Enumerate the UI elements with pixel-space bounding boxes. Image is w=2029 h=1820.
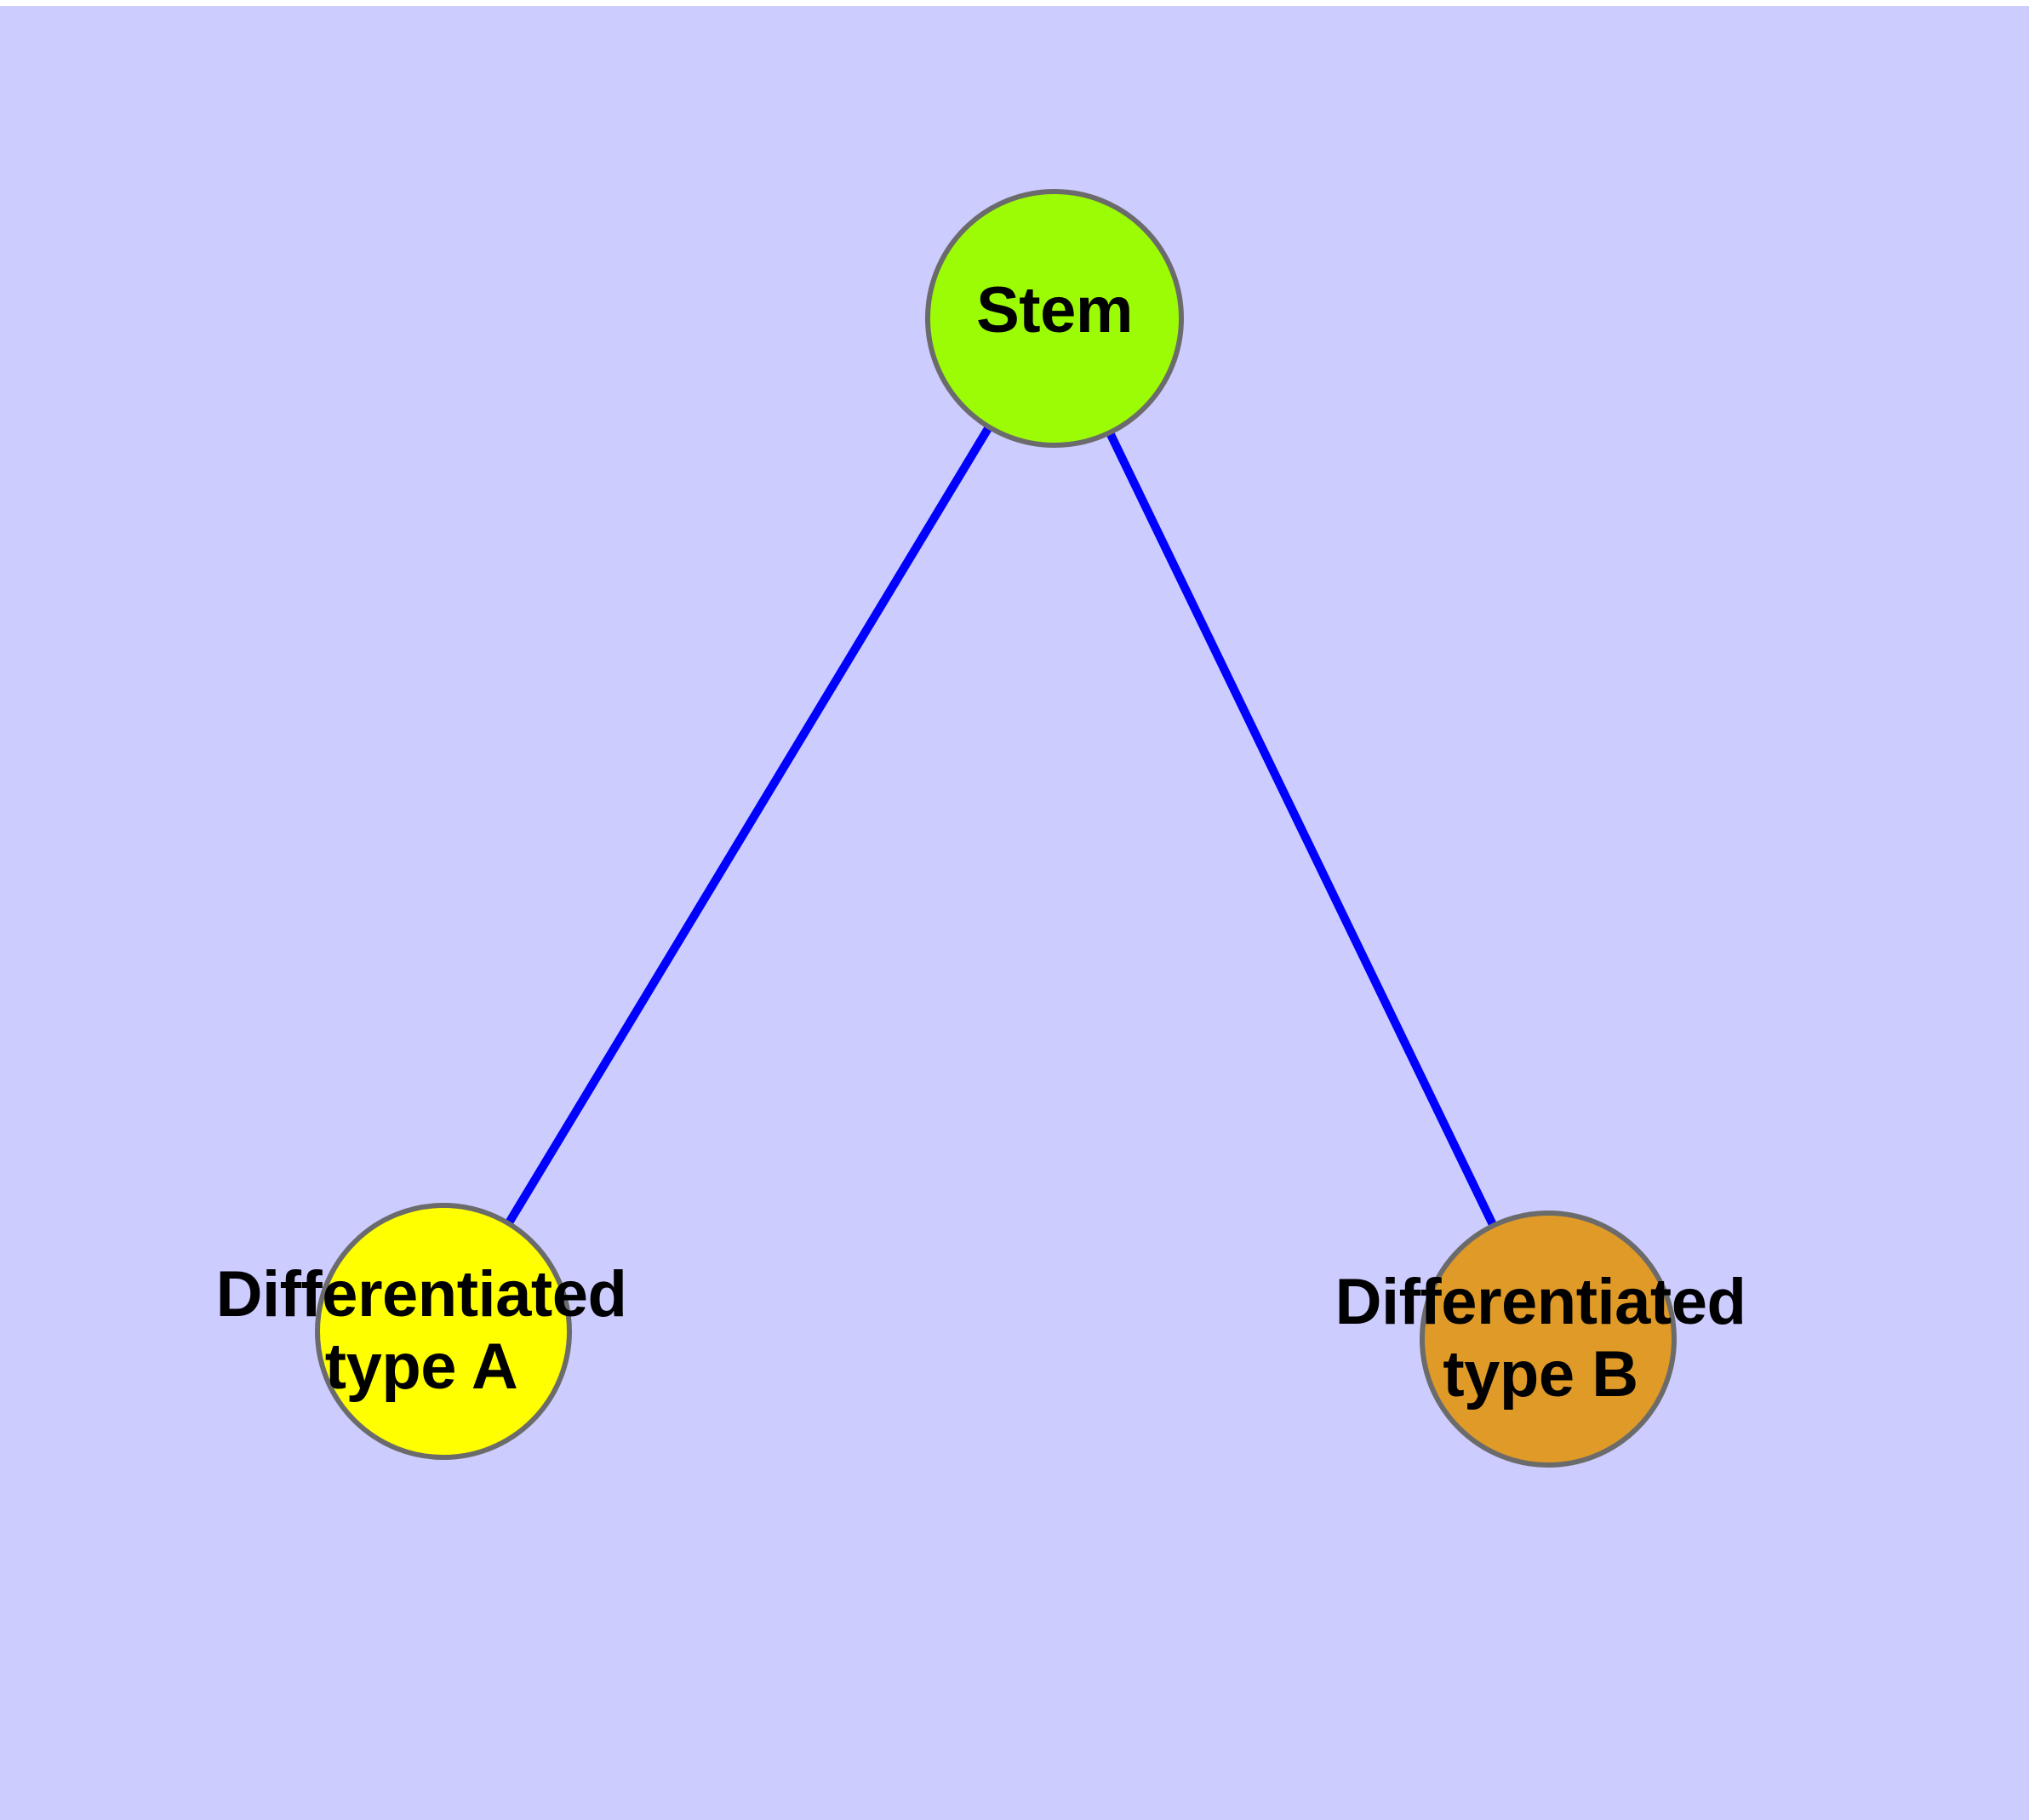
node-differentiated-type-b[interactable] xyxy=(1420,1210,1677,1468)
node-differentiated-type-a[interactable] xyxy=(315,1203,572,1460)
edge-stem-to-differentiated-type-b xyxy=(1050,316,1552,1342)
node-stem[interactable] xyxy=(925,189,1184,448)
edge-stem-to-differentiated-type-a xyxy=(439,316,1059,1334)
top-margin-strip xyxy=(0,0,2029,6)
